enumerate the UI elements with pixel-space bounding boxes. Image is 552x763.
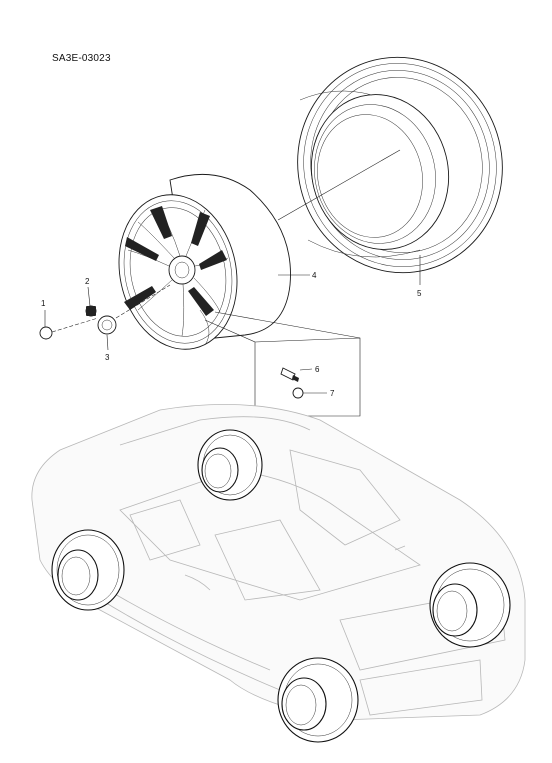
callout-3: 3 [105, 353, 110, 362]
car-tyre-front-right [277, 657, 359, 743]
callout-6: 6 [315, 365, 320, 374]
bolt-cap-part [39, 326, 53, 340]
wheel-rim [118, 173, 291, 350]
diagram-code: SA3E-03023 [52, 53, 111, 64]
valve-stem-part [280, 367, 299, 382]
callout-7: 7 [330, 389, 335, 398]
valve-inset [204, 311, 361, 417]
vehicle-outline [31, 403, 526, 721]
car-tyre-front-left [51, 529, 125, 611]
callout-1: 1 [41, 299, 46, 308]
axis-line [277, 149, 401, 221]
callout-5: 5 [417, 289, 422, 298]
valve-cap-part [292, 387, 304, 399]
callout-4: 4 [312, 271, 317, 280]
car-tyre-rear-right [429, 562, 511, 648]
car-tyre-rear-left [197, 429, 263, 501]
centre-cap-part [97, 315, 117, 335]
tyre [297, 56, 503, 274]
wheel-nut-part [85, 305, 97, 317]
callout-2: 2 [85, 277, 90, 286]
